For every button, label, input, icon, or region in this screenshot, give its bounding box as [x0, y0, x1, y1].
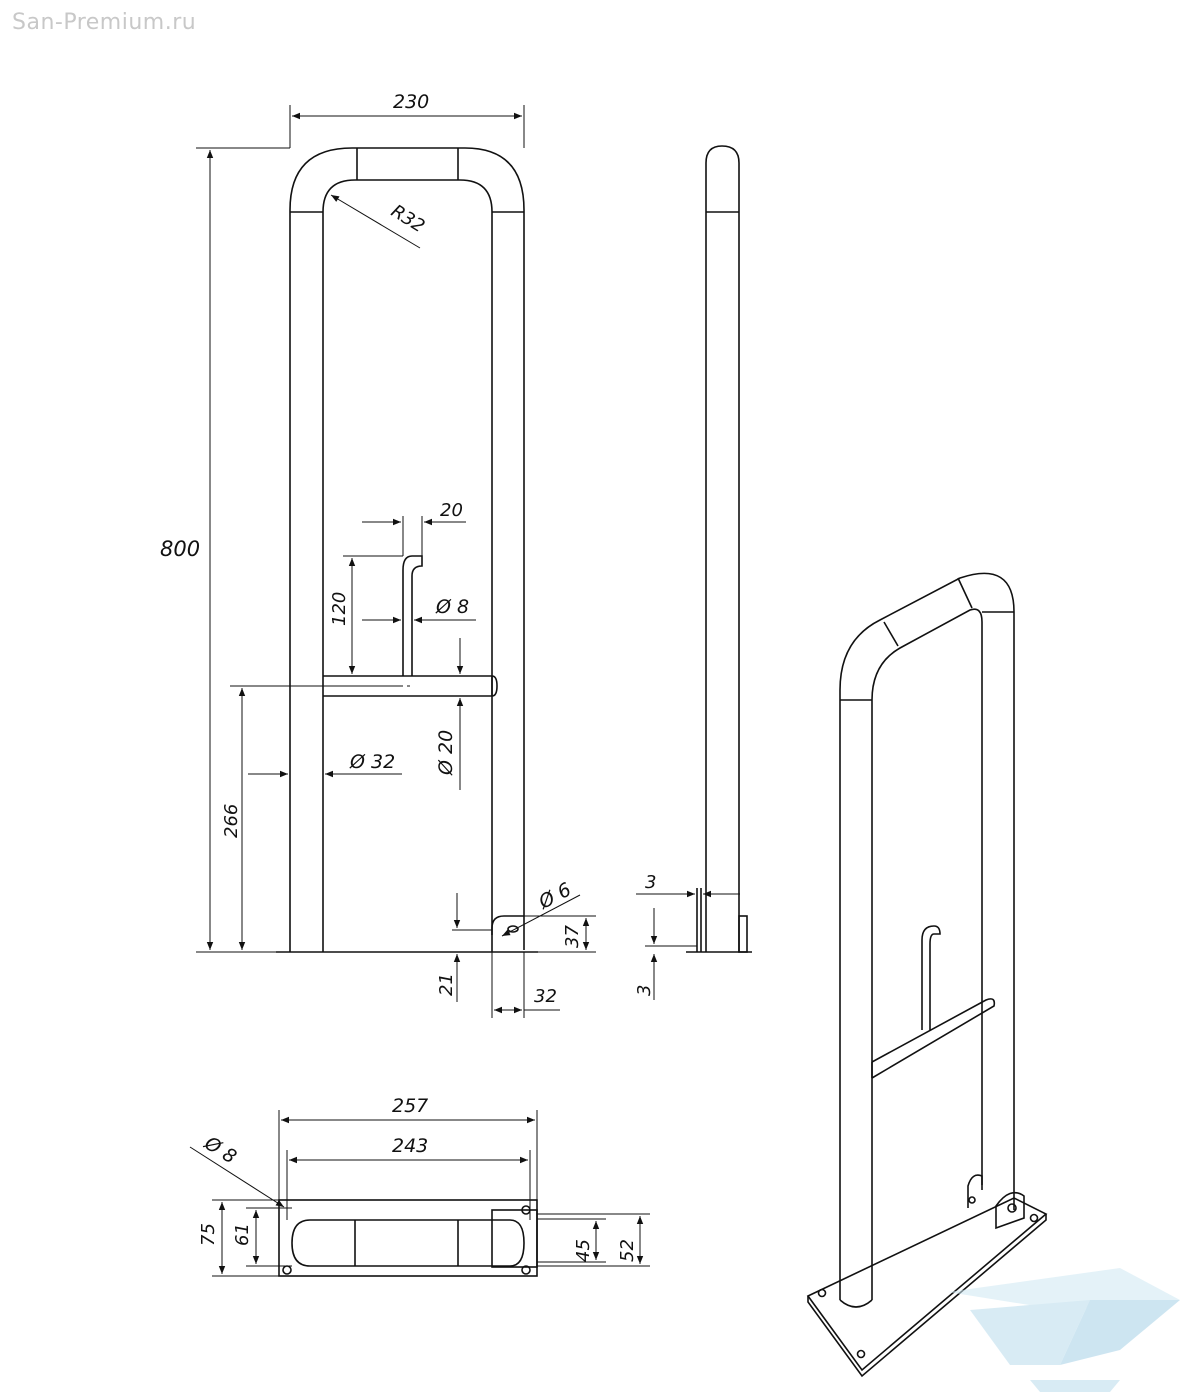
dim-hook-height: 120	[329, 592, 350, 626]
front-view: 230 800 R32 20 120 Ø 8 Ø 20 Ø 32	[160, 91, 596, 1018]
iso-bar	[871, 998, 996, 1079]
dim-hook-width: 20	[440, 500, 463, 521]
dim-bracket-width: 32	[534, 986, 557, 1007]
dim-bar-height: 266	[221, 804, 242, 838]
dim-inner-length: 243	[392, 1135, 428, 1157]
dim-bracket-height: 37	[562, 925, 583, 948]
dim-depth-outer: 75	[198, 1223, 219, 1246]
dim-hole-diameter: Ø 6	[534, 879, 574, 914]
dim-plate-thickness: 3	[645, 872, 656, 893]
dim-bracket-offset: 21	[436, 973, 457, 996]
dim-bottom-hole: Ø 8	[200, 1132, 241, 1169]
dim-bracket-outer: 52	[617, 1239, 638, 1262]
hook	[402, 555, 423, 676]
horizontal-bar	[323, 675, 498, 697]
bottom-tube	[291, 1219, 525, 1267]
logo-watermark	[948, 1268, 1180, 1392]
bottom-view: 257 243 Ø 8 75 61 45 52	[189, 1095, 650, 1277]
dim-side-gap: 3	[634, 985, 655, 996]
bottom-bracket	[491, 915, 524, 952]
dim-depth-inner: 61	[232, 1223, 253, 1246]
dim-hook-diameter: Ø 8	[435, 596, 469, 618]
site-watermark: San-Premium.ru	[12, 10, 197, 35]
side-tube	[705, 145, 740, 952]
dim-width: 230	[393, 91, 429, 113]
dim-outer-length: 257	[392, 1095, 428, 1117]
dim-height: 800	[160, 537, 200, 561]
frame-inner	[322, 179, 493, 952]
isometric-view	[806, 572, 1048, 1378]
iso-front-tube	[839, 572, 1015, 1300]
dim-bar-diameter: Ø 20	[435, 730, 457, 776]
frame-outer	[289, 147, 525, 952]
dim-bracket-inner: 45	[573, 1239, 594, 1262]
dim-tube-diameter: Ø 32	[349, 751, 395, 773]
side-view: 3 3	[634, 145, 752, 1000]
